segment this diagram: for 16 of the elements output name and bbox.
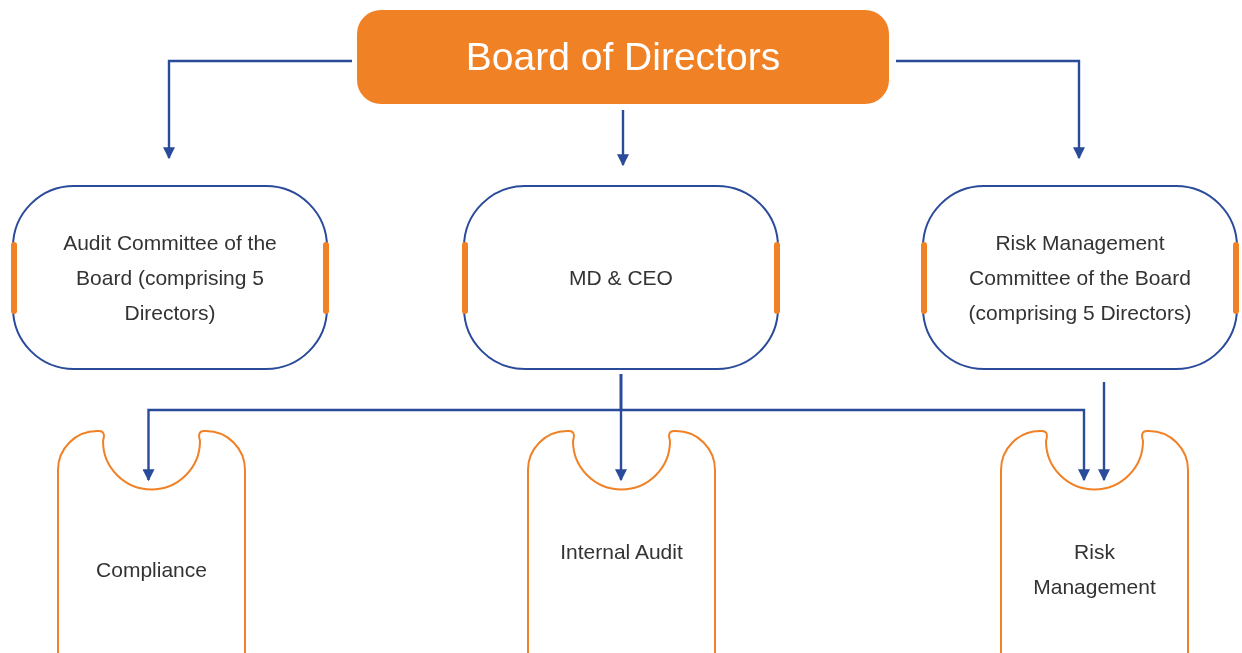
- committee-box: [12, 185, 328, 370]
- node-title: Board of Directors: [465, 35, 781, 79]
- arrow: [163, 59, 352, 160]
- node-label: Risk Management Committee of the Board (comprising 5 Directors): [967, 230, 1193, 326]
- board-box: [357, 10, 889, 104]
- node-label: Compliance: [95, 557, 208, 583]
- arrow: [619, 374, 1090, 482]
- node-label: Audit Committee of the Board (comprising 5 Directors): [62, 230, 278, 326]
- node-label: MD & CEO: [569, 265, 673, 291]
- node-label: Risk Management: [1032, 539, 1157, 600]
- committee-box: [922, 185, 1238, 370]
- arrow: [896, 59, 1085, 160]
- committee-box: [463, 185, 779, 370]
- arrow: [1098, 382, 1110, 482]
- node-label: Internal Audit: [559, 539, 684, 565]
- arrow: [617, 110, 629, 167]
